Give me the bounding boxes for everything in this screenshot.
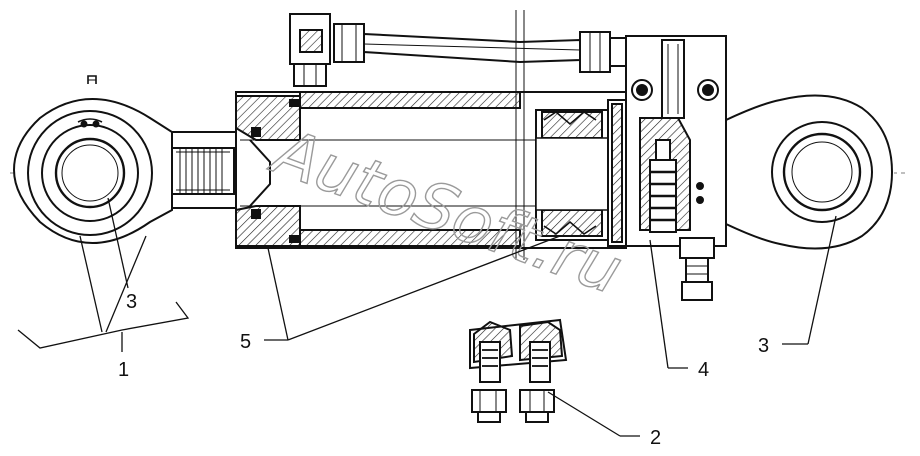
- callout-3-left: 3: [126, 291, 137, 313]
- callout-2: 2: [650, 427, 661, 449]
- leader-lines: [17, 197, 837, 437]
- piston: [535, 109, 609, 241]
- callout-3-right: 3: [758, 335, 769, 357]
- callout-5: 5: [240, 331, 251, 353]
- valve-assembly-detail: [469, 318, 568, 423]
- hydraulic-hose: [289, 10, 627, 260]
- right-mounting-eye: [725, 94, 894, 250]
- callout-1: 1: [118, 359, 129, 381]
- callout-4: 4: [698, 359, 709, 381]
- piston-rod: [171, 131, 237, 209]
- drain-fitting: [679, 237, 715, 301]
- cylinder-head-block: [607, 35, 727, 247]
- gland-cap: [235, 95, 301, 247]
- left-rod-eye: [12, 75, 173, 244]
